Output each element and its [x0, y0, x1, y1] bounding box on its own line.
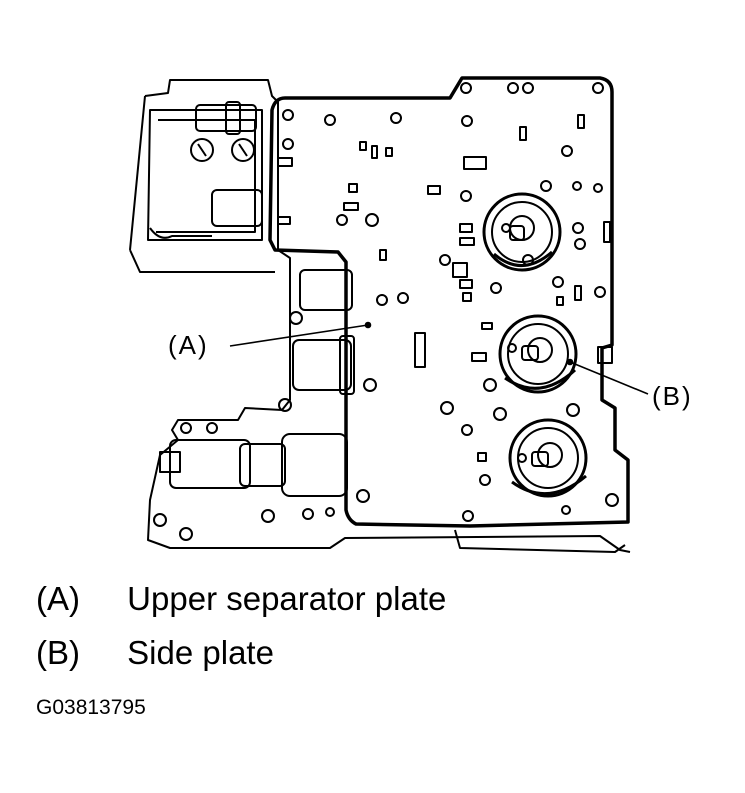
upper-pocket-wall	[147, 109, 263, 241]
valve-body-illustration	[129, 76, 649, 553]
leader-dot-b	[566, 358, 574, 366]
lower-spool	[153, 422, 348, 541]
valve-body-outline	[144, 79, 631, 553]
separator-plate-outline	[268, 76, 630, 528]
leader-lines	[229, 321, 649, 395]
legend-item-b: (B) Side plate	[36, 634, 274, 672]
callout-label-b: (B)	[652, 381, 693, 411]
upper-spool	[149, 101, 263, 239]
piston-bottom	[508, 418, 588, 498]
upper-pocket-inner	[156, 119, 256, 233]
plate-holes	[282, 82, 619, 522]
legend-item-a: (A) Upper separator plate	[36, 580, 446, 618]
valve-body-base-ledge	[454, 529, 626, 553]
figure-code: G03813795	[36, 696, 146, 719]
lower-valve-body	[129, 79, 631, 553]
upper-separator-plate	[268, 76, 630, 528]
legend-text-a: Upper separator plate	[127, 580, 447, 617]
legend-key-b: (B)	[36, 634, 80, 671]
legend-key-a: (A)	[36, 580, 80, 617]
callout-label-a: (A)	[168, 330, 209, 360]
piston-top	[482, 192, 562, 272]
side-plate	[482, 192, 588, 498]
legend-text-b: Side plate	[127, 634, 274, 671]
leader-line-a	[229, 324, 369, 347]
leader-line-b	[569, 361, 649, 395]
valve-body-top-edge	[129, 95, 275, 273]
piston-middle	[498, 314, 578, 394]
leader-dot-a	[364, 321, 372, 329]
plate-slots	[277, 114, 613, 462]
